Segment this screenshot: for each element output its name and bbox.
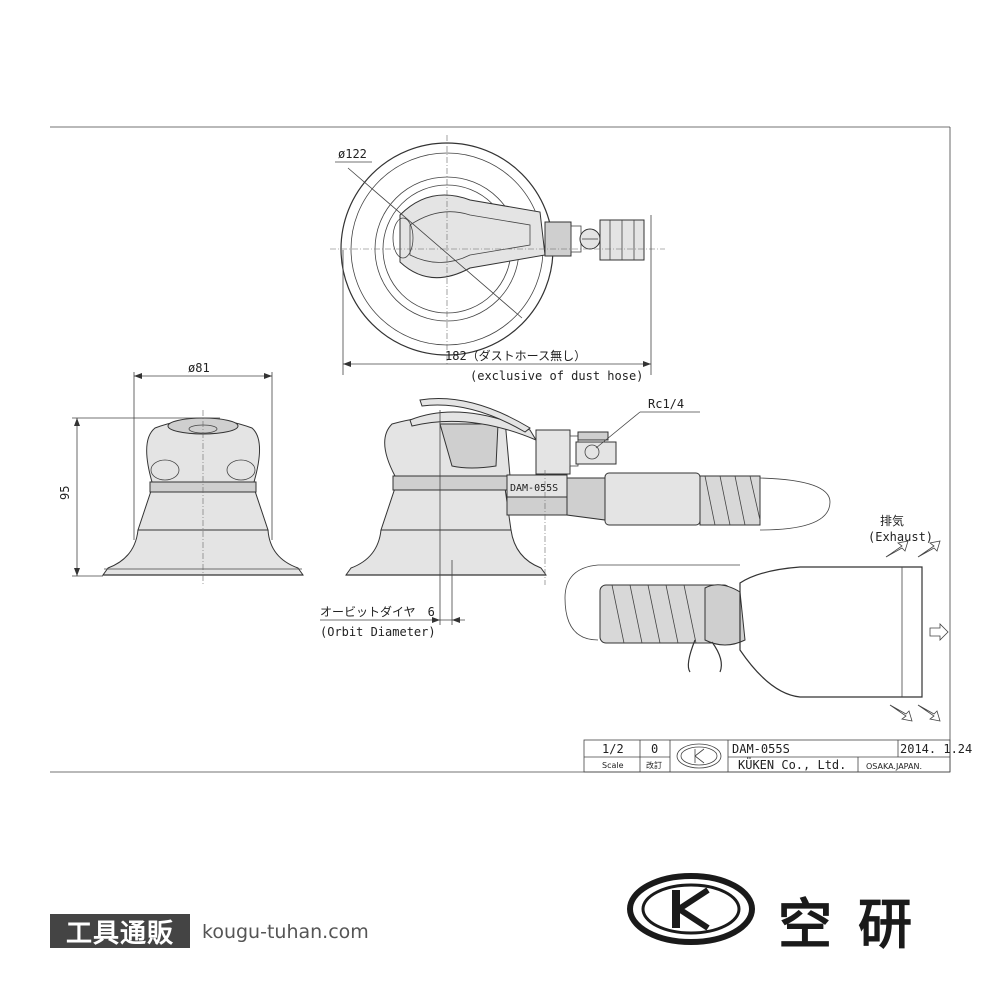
exhaust-label: 排気 [880,513,904,528]
front-view [72,372,304,585]
scale-label: Scale [602,761,624,770]
model-label: DAM-055S [732,742,790,756]
revision-value: 0 [651,742,658,756]
orbit-label: オービットダイヤ 6 [320,604,435,619]
scale-value: 1/2 [602,742,624,756]
side-view: DAM-055S [320,398,831,641]
brand-name: 空研 [778,893,938,956]
top-diameter-label: ø122 [338,147,367,161]
overall-length-label: 182（ダストホース無し） [445,348,586,363]
dust-bag [599,540,949,722]
thread-label: Rc1/4 [648,397,684,411]
shop-url[interactable]: kougu-tuhan.com [202,921,369,943]
top-view [330,135,665,375]
company-label: KÜKEN Co., Ltd. [738,756,846,772]
orbit-note: (Orbit Diameter) [320,625,436,639]
date-label: 2014. 1.24 [900,742,972,756]
title-block [583,739,951,773]
height-label: 95 [58,486,72,500]
side-diameter-label: ø81 [188,361,210,375]
location-label: OSAKA.JAPAN. [866,762,922,771]
revision-label: 改訂 [646,760,662,770]
overall-length-note: (exclusive of dust hose) [470,369,643,383]
title-block-logo-icon [694,748,705,764]
body-marking: DAM-055S [510,483,558,494]
kuken-k-logo-icon [627,873,755,945]
exhaust-note: (Exhaust) [868,530,933,544]
shop-badge: 工具通販 [50,914,190,949]
